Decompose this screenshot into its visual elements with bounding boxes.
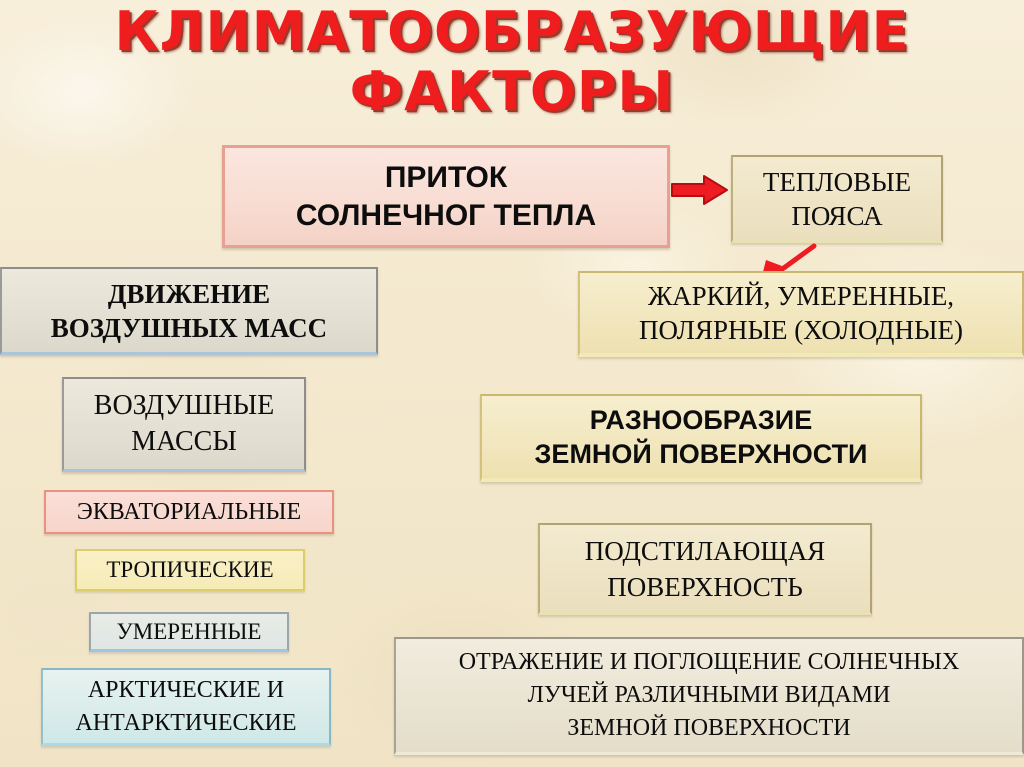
box-arctic-antarctic-air-mass[interactable]: АРКТИЧЕСКИЕ И АНТАРКТИЧЕСКИЕ	[41, 668, 331, 746]
box-solar-inflow[interactable]: ПРИТОК СОЛНЕЧНОГ ТЕПЛА	[222, 145, 670, 248]
box-air-mass-movement[interactable]: ДВИЖЕНИЕ ВОЗДУШНЫХ МАСС	[0, 267, 378, 355]
box-belt-types[interactable]: ЖАРКИЙ, УМЕРЕННЫЕ, ПОЛЯРНЫЕ (ХОЛОДНЫЕ)	[578, 271, 1024, 357]
page-title: КЛИМАТООБРАЗУЮЩИЕ ФАКТОРЫ	[114, 0, 910, 123]
box-reflection-absorption[interactable]: ОТРАЖЕНИЕ И ПОГЛОЩЕНИЕ СОЛНЕЧНЫХ ЛУЧЕЙ Р…	[394, 637, 1024, 755]
box-temperate-air-mass[interactable]: УМЕРЕННЫЕ	[89, 612, 289, 652]
box-air-masses[interactable]: ВОЗДУШНЫЕ МАССЫ	[62, 377, 306, 472]
box-surface-diversity[interactable]: РАЗНООБРАЗИЕ ЗЕМНОЙ ПОВЕРХНОСТИ	[480, 394, 922, 482]
box-underlying-surface[interactable]: ПОДСТИЛАЮЩАЯ ПОВЕРХНОСТЬ	[538, 523, 872, 615]
box-equatorial-air-mass[interactable]: ЭКВАТОРИАЛЬНЫЕ	[44, 490, 334, 534]
arrow-right-icon	[670, 172, 730, 213]
box-heat-belts[interactable]: ТЕПЛОВЫЕ ПОЯСА	[731, 155, 943, 243]
box-tropical-air-mass[interactable]: ТРОПИЧЕСКИЕ	[75, 549, 305, 591]
